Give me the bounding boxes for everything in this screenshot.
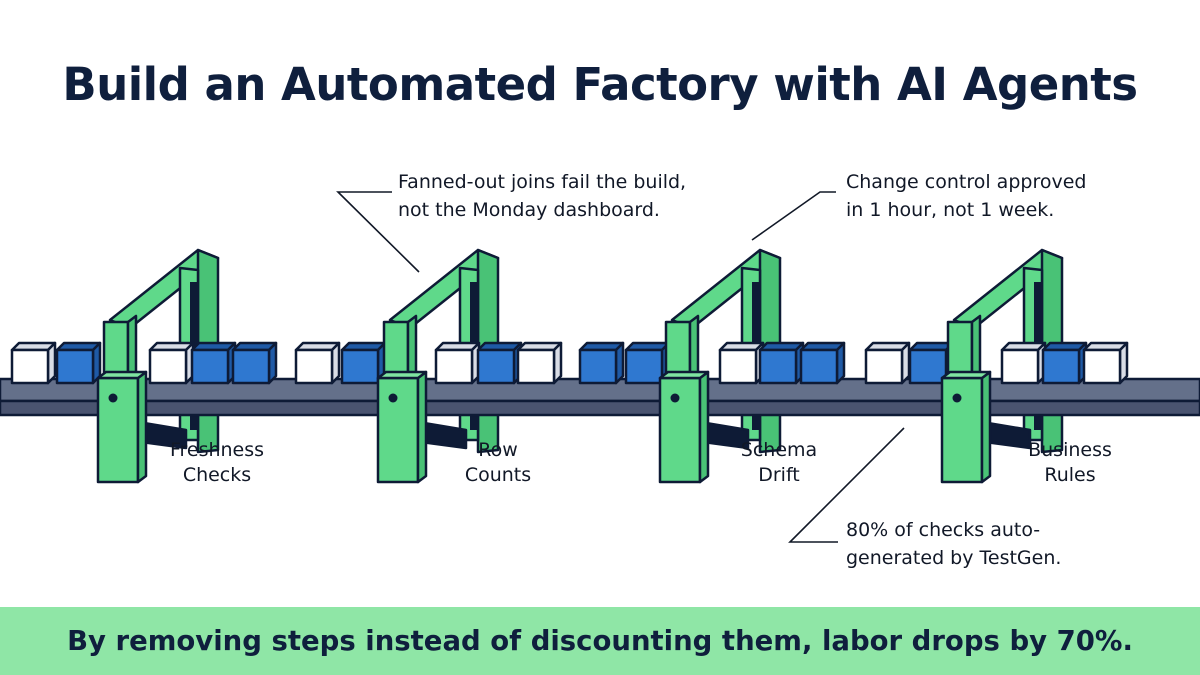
gate-bolt-icon [670,393,680,403]
data-box-blue [55,341,102,385]
data-box-blue [231,341,278,385]
gate-freshness-checks-front [96,314,148,484]
gates-front-layer [96,314,992,484]
data-box-blue [1041,341,1088,385]
data-box-blue [578,341,625,385]
data-box-white [434,341,481,385]
data-box-blue [758,341,805,385]
summary-banner-text: By removing steps instead of discounting… [67,625,1133,657]
stage-label-schema-drift: Schema Drift [740,439,818,486]
page-title: Build an Automated Factory with AI Agent… [62,58,1138,111]
gate-bolt-icon [952,393,962,403]
data-box-white [148,341,195,385]
stage-label-freshness-checks: Freshness Checks [169,439,265,486]
leader-left [336,191,420,273]
data-box-blue [476,341,523,385]
conveyor-diagram [0,191,1200,543]
stage-label-business-rules: Business Rules [1028,439,1112,486]
stage-label-row-counts: Row Counts [464,439,532,486]
data-box-white [1082,341,1129,385]
data-box-white [10,341,57,385]
gate-schema-drift-front [658,314,710,484]
callout-leaders [336,191,905,543]
gate-business-rules-front [940,314,992,484]
data-boxes [10,341,1129,385]
data-box-white [1000,341,1047,385]
gate-row-counts-front [376,314,428,484]
data-box-white [516,341,563,385]
summary-banner: By removing steps instead of discounting… [0,607,1200,675]
callout-fanned-out-joins: Fanned-out joins fail the build, not the… [398,171,687,221]
conveyor-belt [0,377,1200,417]
gate-bolt-icon [108,393,118,403]
data-box-white [718,341,765,385]
data-box-white [864,341,911,385]
callout-change-control: Change control approved in 1 hour, not 1… [846,171,1087,221]
data-box-white [294,341,341,385]
gate-bolt-icon [388,393,398,403]
leader-bottom [788,427,905,543]
data-box-blue [190,341,237,385]
data-box-blue [908,341,955,385]
callout-testgen: 80% of checks auto- generated by TestGen… [846,519,1062,569]
leader-right [751,191,836,241]
data-box-blue [799,341,846,385]
